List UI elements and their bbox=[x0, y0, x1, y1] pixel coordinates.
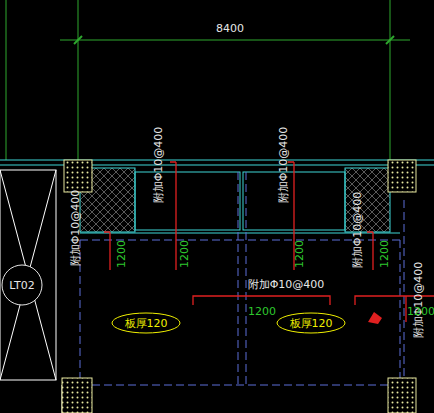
rebar-note: 附加Φ10@400 bbox=[70, 190, 81, 267]
node-text: 板厚120 bbox=[290, 318, 333, 329]
slab-thickness-ellipse: 板厚120 bbox=[276, 312, 346, 334]
rebar-note: 附加Φ10@400 bbox=[153, 127, 164, 204]
dimension-label: 1200 bbox=[179, 240, 190, 268]
rebar-note: 附加Φ10@400 bbox=[352, 192, 363, 269]
rebar-note: 附加Φ10@400 bbox=[278, 127, 289, 204]
rebar-note: 附加Φ10@400 bbox=[248, 279, 325, 290]
span-dimension: 8400 bbox=[216, 23, 244, 34]
node-text: 板厚120 bbox=[125, 318, 168, 329]
dimension-label: 1200 bbox=[294, 240, 305, 268]
dimension-label: 1200 bbox=[248, 306, 276, 317]
slab-thickness-ellipse: 板厚120 bbox=[111, 312, 181, 334]
node-text: LT02 bbox=[9, 280, 34, 291]
dimension-label: 1200 bbox=[116, 240, 127, 268]
dimension-label: 1200 bbox=[379, 240, 390, 268]
stair-tag-circle: LT02 bbox=[1, 264, 43, 306]
dimension-label: 1200 bbox=[407, 306, 434, 317]
rebar-note: 附加Φ10@400 bbox=[413, 262, 424, 339]
